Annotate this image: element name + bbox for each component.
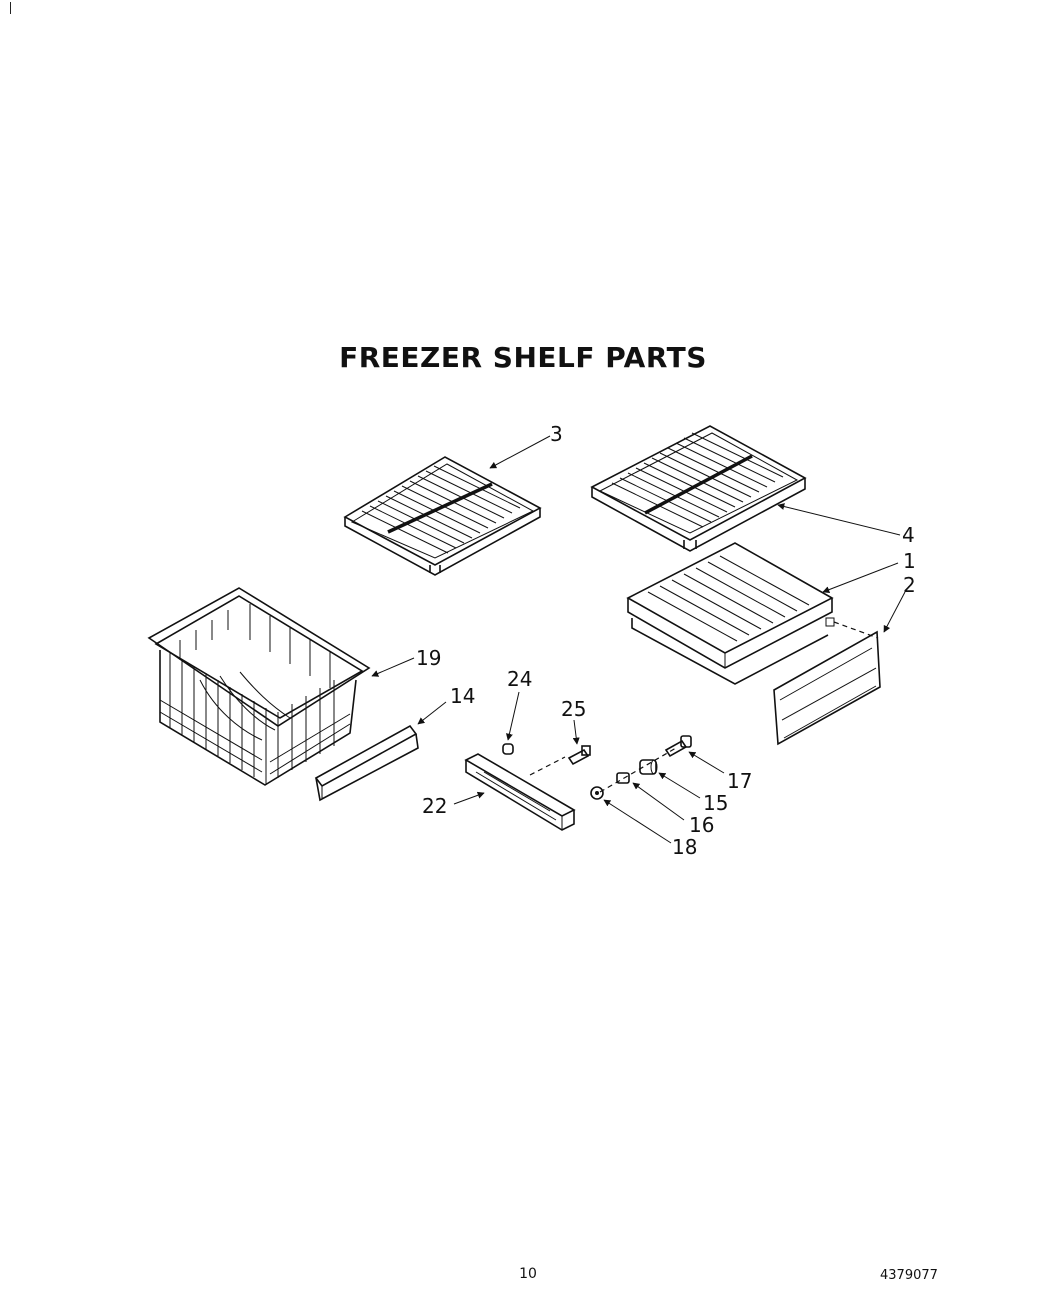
washer	[590, 786, 604, 800]
callout-1: 1	[903, 549, 916, 573]
callout-4: 4	[902, 523, 915, 547]
bushing	[616, 772, 630, 784]
basket-rail	[314, 724, 419, 802]
callout-3: 3	[550, 422, 563, 446]
callout-17: 17	[727, 769, 752, 793]
callout-24: 24	[507, 667, 532, 691]
wire-shelf-large	[590, 425, 807, 552]
callout-16: 16	[689, 813, 714, 837]
corner-mark	[10, 2, 11, 14]
wire-basket	[147, 587, 371, 786]
assembly-centerline	[599, 747, 677, 793]
roller	[639, 759, 658, 775]
page-number: 10	[519, 1266, 537, 1282]
page-title: FREEZER SHELF PARTS	[339, 341, 707, 374]
document-number: 4379077	[880, 1268, 938, 1283]
callout-18: 18	[672, 835, 697, 859]
shelf-trim	[773, 630, 881, 746]
plug	[502, 743, 514, 755]
slide-rail	[464, 753, 576, 831]
callout-19: 19	[416, 646, 441, 670]
callout-2: 2	[903, 573, 916, 597]
callout-25: 25	[561, 697, 586, 721]
wire-shelf-small	[343, 456, 542, 576]
leader-lines	[371, 435, 906, 844]
callout-14: 14	[450, 684, 475, 708]
solid-shelf	[626, 542, 879, 685]
screw-25	[567, 745, 591, 766]
callout-15: 15	[703, 791, 728, 815]
callout-22: 22	[422, 794, 447, 818]
screw-17	[664, 735, 692, 758]
